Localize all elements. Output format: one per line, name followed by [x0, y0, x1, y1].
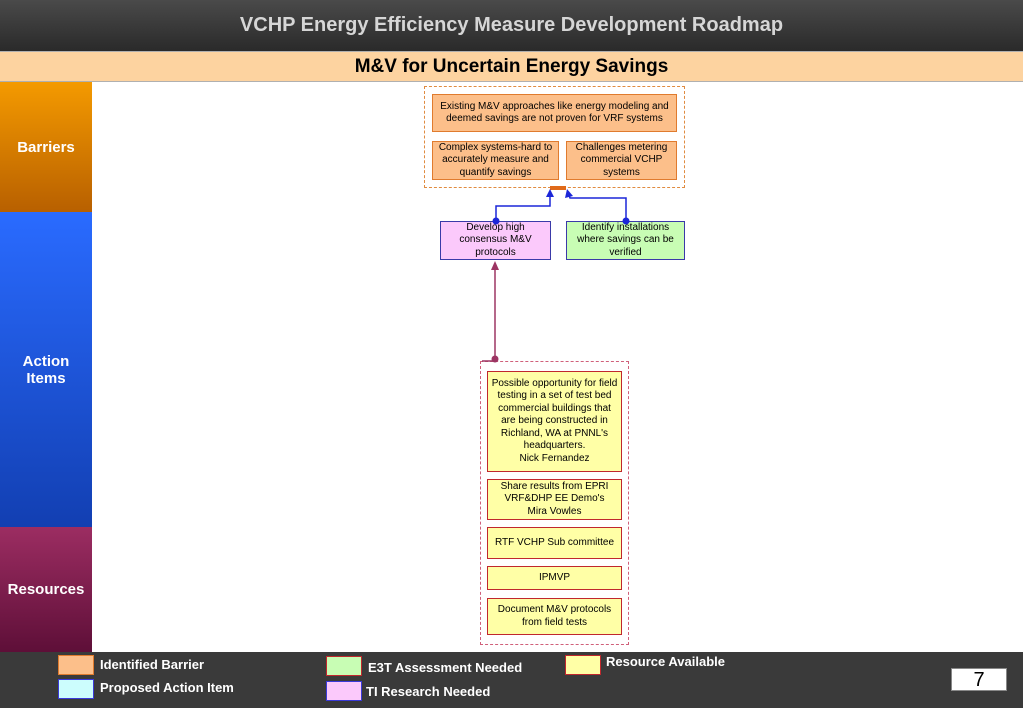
resource-box: RTF VCHP Sub committee [487, 527, 622, 559]
resource-box: Possible opportunity for field testing i… [487, 371, 622, 472]
band-barriers-label: Barriers [0, 82, 92, 212]
arrowhead [565, 189, 573, 198]
arrowhead [546, 189, 554, 197]
roadmap-subtitle: M&V for Uncertain Energy Savings [0, 51, 1023, 82]
arrowhead [491, 261, 499, 270]
legend-label: Proposed Action Item [100, 680, 234, 695]
connector-resource-to-action [482, 266, 496, 362]
barrier-box: Complex systems-hard to accurately measu… [432, 141, 559, 180]
band-action-items-label: Action Items [0, 212, 92, 527]
legend-swatch-proposed-action [58, 679, 94, 699]
connector-endpoint [492, 217, 500, 225]
connector-endpoint [622, 217, 630, 225]
legend-swatch-e3t-assessment [326, 656, 362, 676]
resource-box: IPMVP [487, 566, 622, 590]
legend-swatch-ti-research [326, 681, 362, 701]
page-title: VCHP Energy Efficiency Measure Developme… [0, 0, 1023, 51]
page-number: 7 [951, 668, 1007, 691]
barrier-group-anchor [550, 186, 566, 190]
legend-swatch-resource-available [565, 655, 601, 675]
resource-box: Share results from EPRI VRF&DHP EE Demo'… [487, 479, 622, 520]
legend-label: Resource Available [606, 654, 725, 669]
barrier-box: Existing M&V approaches like energy mode… [432, 94, 677, 132]
connector-action-to-barrier [495, 191, 627, 221]
resource-box: Document M&V protocols from field tests [487, 598, 622, 635]
action-item-box: Develop high consensus M&V protocols [440, 221, 551, 260]
legend-label: E3T Assessment Needed [368, 660, 523, 675]
connector-endpoint [491, 355, 499, 363]
legend-label: TI Research Needed [366, 684, 491, 699]
barrier-box: Challenges metering commercial VCHP syst… [566, 141, 677, 180]
legend-label: Identified Barrier [100, 657, 205, 672]
legend-swatch-identified-barrier [58, 655, 94, 675]
legend-footer [0, 652, 1023, 708]
action-item-box: Identify installations where savings can… [566, 221, 685, 260]
band-resources-label: Resources [0, 527, 92, 652]
resource-group [480, 361, 629, 645]
